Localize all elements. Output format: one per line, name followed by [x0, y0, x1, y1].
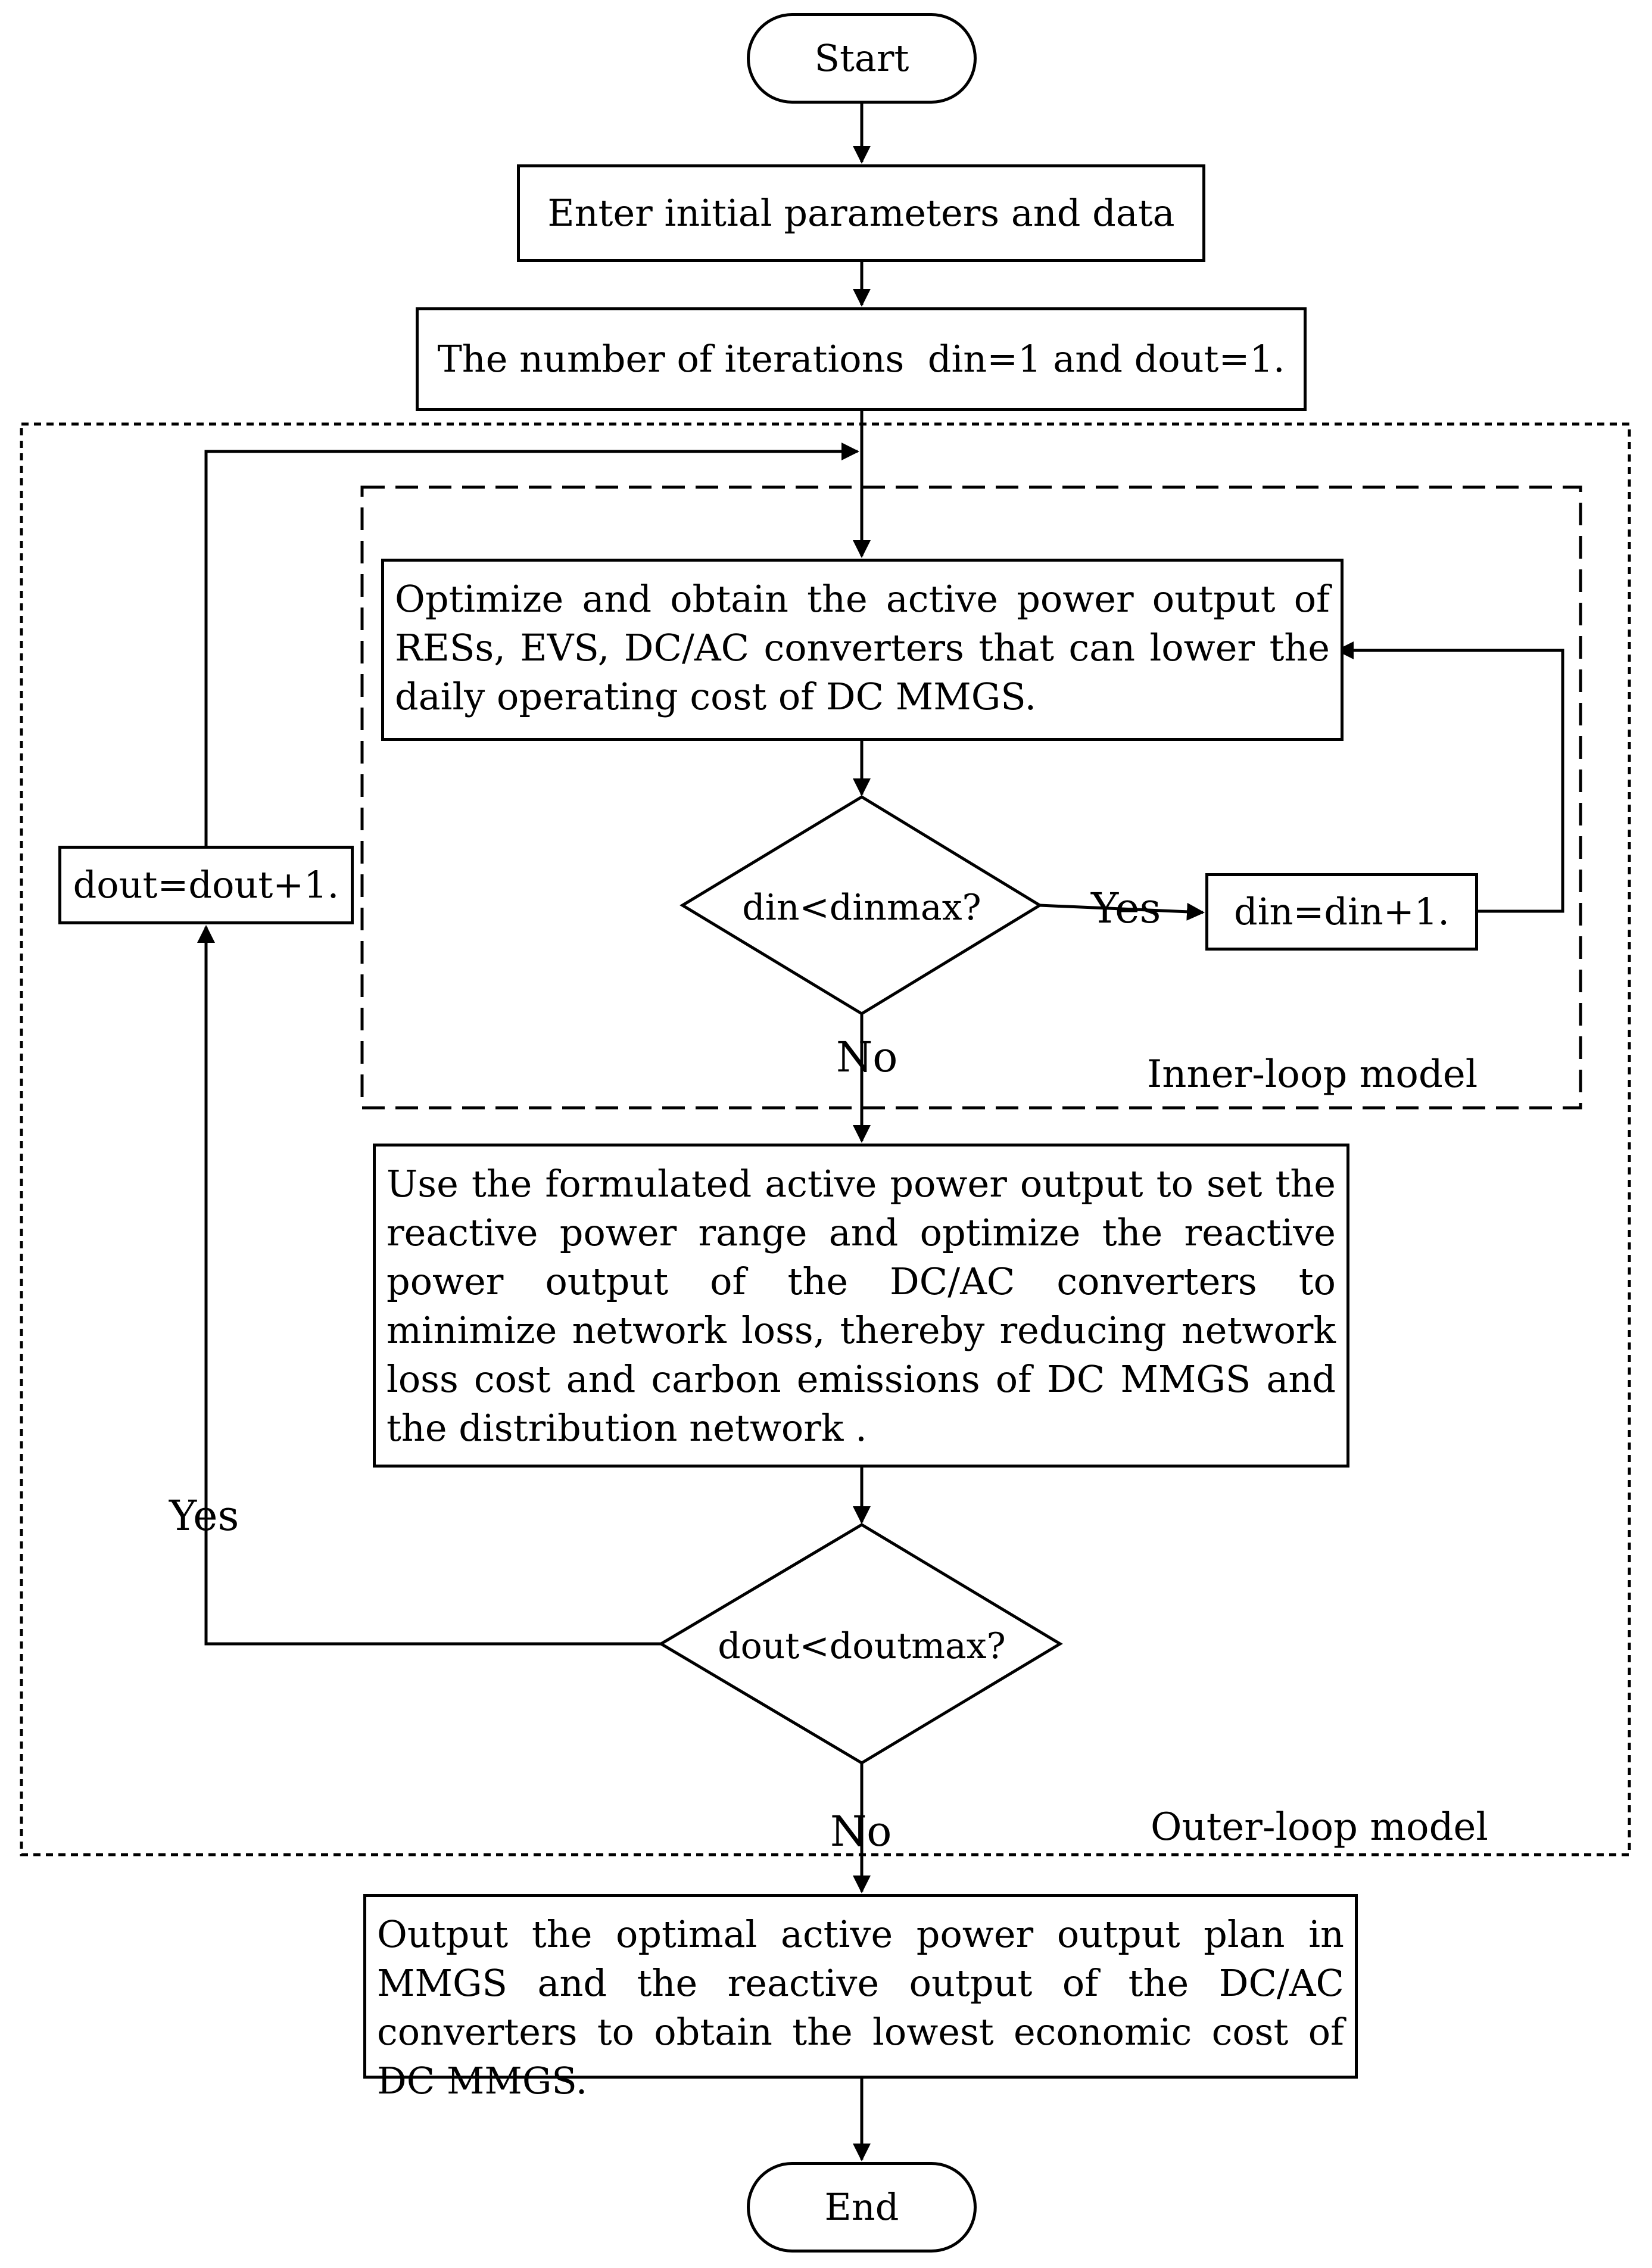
optimize-active-box: Optimize and obtain the active power out…: [381, 559, 1344, 741]
end-label: End: [824, 2185, 899, 2229]
output-plan-box: Output the optimal active power output p…: [363, 1894, 1358, 2102]
arrow-outer-yes-to-dout: [197, 925, 661, 1646]
din-increment-box: din=din+1.: [1205, 873, 1478, 951]
dout-increment-label: dout=dout+1.: [73, 863, 339, 906]
dout-increment-box: dout=dout+1.: [58, 846, 354, 924]
output-plan-text: Output the optimal active power output p…: [377, 1912, 1344, 2102]
arrow-inner-yes-to-increment: [1039, 902, 1205, 921]
inner-loop-label: Inner-loop model: [1147, 1052, 1478, 1096]
outer-loop-boundary: [20, 422, 1631, 1856]
outer-loop-label: Outer-loop model: [1151, 1805, 1488, 1849]
end-terminal: End: [747, 2162, 977, 2253]
init-iterations-box: The number of iterations din=1 and dout=…: [416, 307, 1307, 411]
outer-yes-label: Yes: [169, 1491, 239, 1540]
start-terminal: Start: [747, 13, 977, 104]
arrow-din-loop-back: [1336, 641, 1564, 913]
inner-yes-label: Yes: [1091, 884, 1161, 933]
decision-inner-label: din<dinmax?: [742, 887, 981, 929]
enter-params-label: Enter initial parameters and data: [547, 191, 1175, 235]
outer-no-label: No: [830, 1807, 892, 1856]
arrow-dout-loop-back: [204, 443, 859, 846]
decision-outer-label: dout<doutmax?: [718, 1625, 1006, 1667]
optimize-reactive-text: Use the formulated active power output t…: [386, 1162, 1336, 1450]
inner-loop-boundary: [360, 485, 1582, 1110]
optimize-active-text: Optimize and obtain the active power out…: [395, 577, 1330, 718]
init-iterations-label: The number of iterations din=1 and dout=…: [437, 337, 1285, 381]
inner-no-label: No: [836, 1033, 898, 1082]
optimize-reactive-box: Use the formulated active power output t…: [373, 1144, 1349, 1468]
enter-params-box: Enter initial parameters and data: [517, 164, 1205, 262]
din-increment-label: din=din+1.: [1234, 890, 1450, 933]
start-label: Start: [814, 36, 909, 80]
